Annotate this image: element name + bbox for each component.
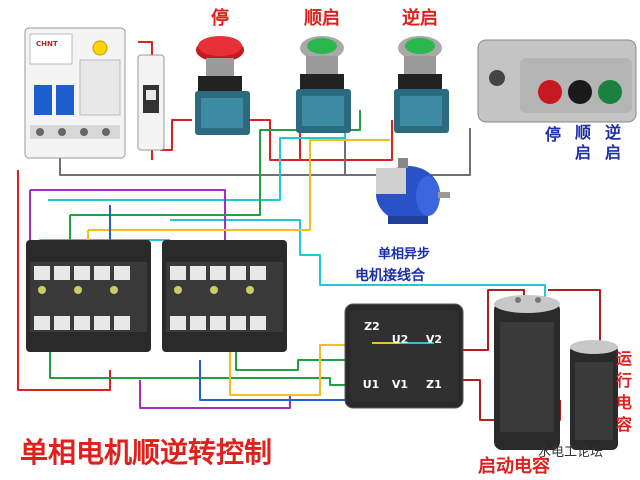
run-capacitor-label-3: 电	[616, 393, 632, 412]
wire-red-3	[248, 119, 301, 161]
terminal-v2: V2	[426, 333, 442, 346]
button-box-label-3: 逆	[605, 123, 621, 142]
forward-start-button	[296, 36, 351, 133]
terminal-u1: U1	[363, 378, 380, 391]
diagram-title: 单相电机顺逆转控制	[20, 436, 272, 469]
contactor-right	[162, 240, 287, 352]
button-box-label-4: 启	[575, 143, 591, 162]
label-forward-start: 顺启	[304, 7, 340, 29]
run-capacitor-label-2: 行	[615, 371, 632, 390]
terminal-z1: Z1	[426, 378, 442, 391]
wire-darkred-3	[548, 289, 601, 345]
wire-green-3	[49, 350, 370, 386]
contactor-left	[26, 240, 151, 352]
label-stop: 停	[211, 7, 229, 29]
button-box	[477, 39, 637, 123]
wire-yellow-2	[88, 139, 390, 231]
terminal-z2: Z2	[364, 320, 380, 333]
button-box-label-5: 启	[605, 143, 621, 162]
labels: 停 顺启 逆启 停 顺 逆 启 启 单相异步 电机接线合 Z2 U2 V2 U1…	[20, 7, 632, 477]
run-capacitor-label-1: 运	[616, 349, 632, 368]
reverse-start-button	[394, 36, 449, 133]
wire-purple-3	[139, 380, 291, 409]
terminal-box	[344, 303, 464, 409]
start-capacitor-label: 启动电容	[478, 455, 550, 477]
run-capacitor	[570, 340, 618, 450]
wire-red-2	[160, 119, 192, 151]
small-breaker	[137, 54, 165, 151]
circuit-breaker: CHNT	[24, 27, 126, 159]
wire-gray-1	[59, 128, 471, 176]
motor-wiring-label: 电机接线合	[355, 267, 426, 284]
wire-red-4	[300, 120, 393, 161]
wire-cyan-2	[170, 219, 546, 300]
terminal-v1: V1	[392, 378, 408, 391]
wire-green-2	[70, 110, 361, 216]
terminal-u2: U2	[392, 333, 409, 346]
wire-green-4	[235, 340, 345, 371]
label-reverse-start: 逆启	[402, 7, 438, 29]
svg-text:CHNT: CHNT	[36, 40, 58, 48]
start-capacitor	[494, 295, 560, 450]
wire-yellow-3	[229, 344, 368, 396]
watermark: 水电工论坛	[538, 445, 603, 460]
motor-name-label: 单相异步	[378, 246, 430, 262]
wire-red-5	[17, 170, 111, 391]
button-box-label-2: 顺	[575, 123, 591, 142]
motor-icon	[376, 158, 450, 224]
button-box-label-1: 停	[545, 125, 561, 144]
wire-darkred-1	[435, 289, 525, 351]
run-capacitor-label-4: 容	[615, 415, 632, 434]
stop-button	[195, 36, 250, 135]
wire-purple-1	[30, 189, 226, 240]
